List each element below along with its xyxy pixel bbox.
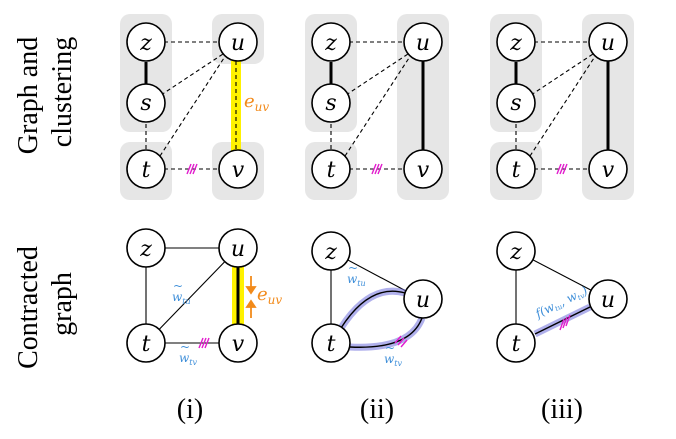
node-v: v: [588, 149, 628, 189]
bottom-panel-iii: f(wtu, wtv) z u t: [496, 231, 628, 363]
svg-text:t: t: [327, 332, 336, 357]
node-u: u: [218, 228, 258, 268]
contract-arrows: [245, 276, 257, 318]
column-label-i: (i): [177, 394, 203, 425]
column-label-iii: (iii): [541, 394, 583, 425]
edge-t-u: [340, 290, 406, 329]
node-t: t: [126, 149, 166, 189]
node-t: t: [126, 323, 166, 363]
svg-text:t: t: [512, 158, 521, 183]
svg-text:s: s: [140, 91, 151, 116]
node-s: s: [496, 83, 536, 123]
svg-text:u: u: [416, 31, 430, 56]
edge-t-u: [145, 247, 239, 344]
constraint-mark-t-v: [394, 335, 408, 348]
edge-t-u: [529, 57, 595, 157]
constraint-mark-t-v: [186, 163, 198, 175]
constraint-mark-t-v: [198, 337, 210, 349]
label-w-tu: wtu: [347, 272, 366, 288]
node-u: u: [403, 22, 443, 62]
svg-text:u: u: [601, 31, 615, 56]
node-z: z: [126, 22, 166, 62]
constraint-mark-t-u: [559, 314, 571, 331]
node-s: s: [311, 83, 351, 123]
constraint-mark-t-v: [556, 163, 568, 175]
label-w-tv: wtv: [384, 352, 402, 368]
svg-text:s: s: [325, 91, 336, 116]
edge-t-u: [159, 57, 225, 157]
svg-text:u: u: [231, 237, 245, 262]
row-label-top-line1: Graph and: [13, 37, 44, 154]
edge-s-u: [530, 53, 594, 96]
row-label-top-line2: clustering: [47, 37, 78, 147]
label-w-tv-hat: ~: [180, 340, 190, 354]
node-v: v: [218, 149, 258, 189]
svg-text:t: t: [327, 158, 336, 183]
node-v: v: [403, 149, 443, 189]
edge-s-u: [160, 53, 224, 96]
row-label-top: Graph and clustering: [13, 30, 78, 154]
node-u: u: [588, 22, 628, 62]
node-u: u: [588, 279, 628, 319]
label-e-uv: euv: [257, 284, 282, 307]
top-panel-i: euv z u s t v: [120, 14, 269, 200]
node-z: z: [311, 22, 351, 62]
svg-text:u: u: [231, 31, 245, 56]
svg-text:z: z: [139, 237, 152, 262]
label-w-tv-hat: ~: [385, 341, 395, 355]
row-label-bottom-line2: graph: [47, 272, 78, 336]
node-z: z: [126, 228, 166, 268]
svg-text:u: u: [601, 288, 615, 313]
label-e-uv: euv: [244, 91, 269, 114]
svg-text:v: v: [232, 158, 245, 183]
node-t: t: [311, 149, 351, 189]
top-panel-iii: z u s t v: [490, 14, 634, 200]
node-z: z: [496, 22, 536, 62]
node-v: v: [218, 323, 258, 363]
constraint-mark-t-v: [371, 163, 383, 175]
svg-text:z: z: [324, 240, 337, 265]
node-z: z: [496, 231, 536, 271]
svg-text:z: z: [324, 31, 337, 56]
svg-text:t: t: [142, 332, 151, 357]
svg-text:z: z: [509, 31, 522, 56]
label-w-tv: wtv: [179, 351, 197, 367]
svg-text:Graph and clustering: Graph and clustering: [13, 30, 78, 154]
svg-text:v: v: [602, 158, 615, 183]
bottom-panel-ii: wtu ~ wtv ~ z u t: [311, 231, 443, 368]
node-t: t: [496, 149, 536, 189]
svg-text:z: z: [139, 31, 152, 56]
svg-text:z: z: [509, 240, 522, 265]
edge-t-v: [349, 317, 423, 348]
node-t: t: [311, 323, 351, 363]
edge-t-u: [534, 306, 591, 335]
label-f: f(wtu, wtv): [532, 283, 590, 322]
svg-text:s: s: [510, 91, 521, 116]
label-w-tu: wtu: [172, 290, 191, 306]
node-z: z: [311, 231, 351, 271]
top-panel-ii: z u s t v: [305, 14, 449, 200]
label-w-tu-hat: ~: [173, 279, 183, 293]
column-label-ii: (ii): [360, 394, 394, 425]
row-label-bottom-line1: Contracted: [13, 246, 44, 369]
bottom-panel-i: euv wtu ~ wtv ~ z u t v: [126, 228, 282, 367]
node-u: u: [218, 22, 258, 62]
edge-s-u: [345, 53, 409, 96]
node-t: t: [496, 323, 536, 363]
svg-text:u: u: [416, 288, 430, 313]
svg-text:t: t: [142, 158, 151, 183]
svg-text:t: t: [512, 332, 521, 357]
svg-text:v: v: [232, 332, 245, 357]
label-w-tu-hat: ~: [348, 261, 358, 275]
svg-text:Contracted graph: Contracted graph: [13, 239, 78, 369]
svg-text:v: v: [417, 158, 430, 183]
row-label-bottom: Contracted graph: [13, 239, 78, 369]
node-u: u: [403, 279, 443, 319]
edge-t-u: [344, 57, 410, 157]
node-s: s: [126, 83, 166, 123]
